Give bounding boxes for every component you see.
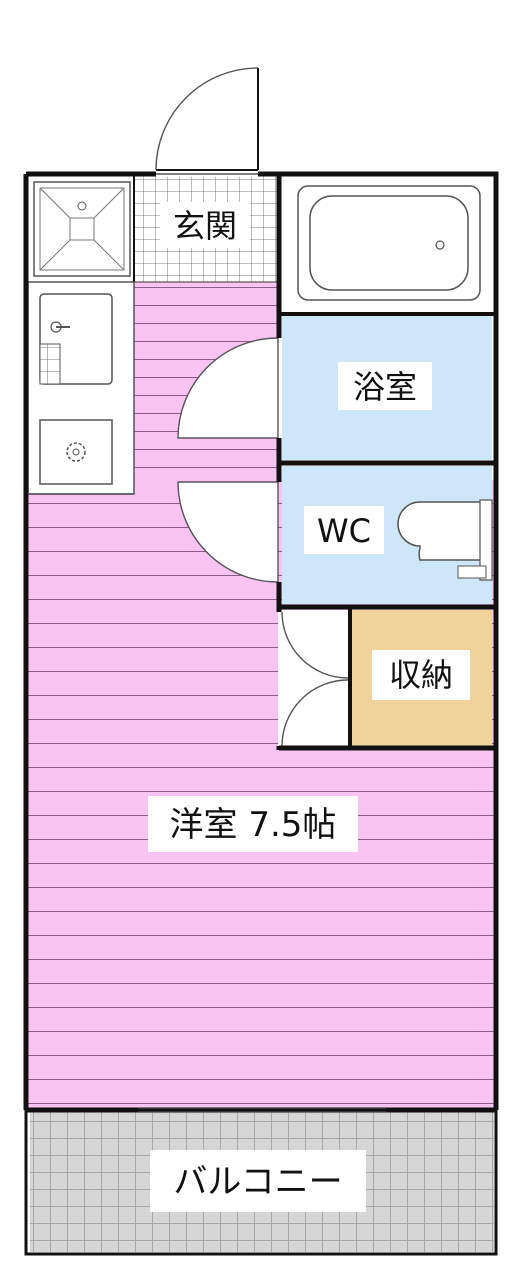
label-balcony: バルコニー (150, 1150, 366, 1212)
storage-doors (281, 611, 349, 747)
walls (23, 171, 499, 1256)
label-bath: 浴室 (338, 362, 432, 410)
toilet (397, 499, 493, 581)
entrance-door (155, 67, 259, 171)
label-storage: 収納 (372, 650, 470, 700)
label-balcony-text: バルコニー (173, 1162, 342, 1202)
label-storage-text: 収納 (389, 656, 453, 694)
label-wc-text: WC (317, 512, 371, 550)
label-entrance: 玄関 (160, 202, 250, 248)
kitchen-counter (27, 281, 135, 495)
bath-door (177, 337, 279, 439)
bathtub (297, 185, 481, 301)
shoe-cabinet (33, 181, 131, 277)
label-bath-text: 浴室 (353, 368, 417, 406)
label-western-room: 洋室 7.5帖 (148, 796, 358, 852)
label-wc: WC (304, 506, 384, 554)
label-entrance-text: 玄関 (173, 207, 237, 245)
wc-door (177, 481, 279, 583)
label-western-room-text: 洋室 7.5帖 (170, 805, 337, 845)
